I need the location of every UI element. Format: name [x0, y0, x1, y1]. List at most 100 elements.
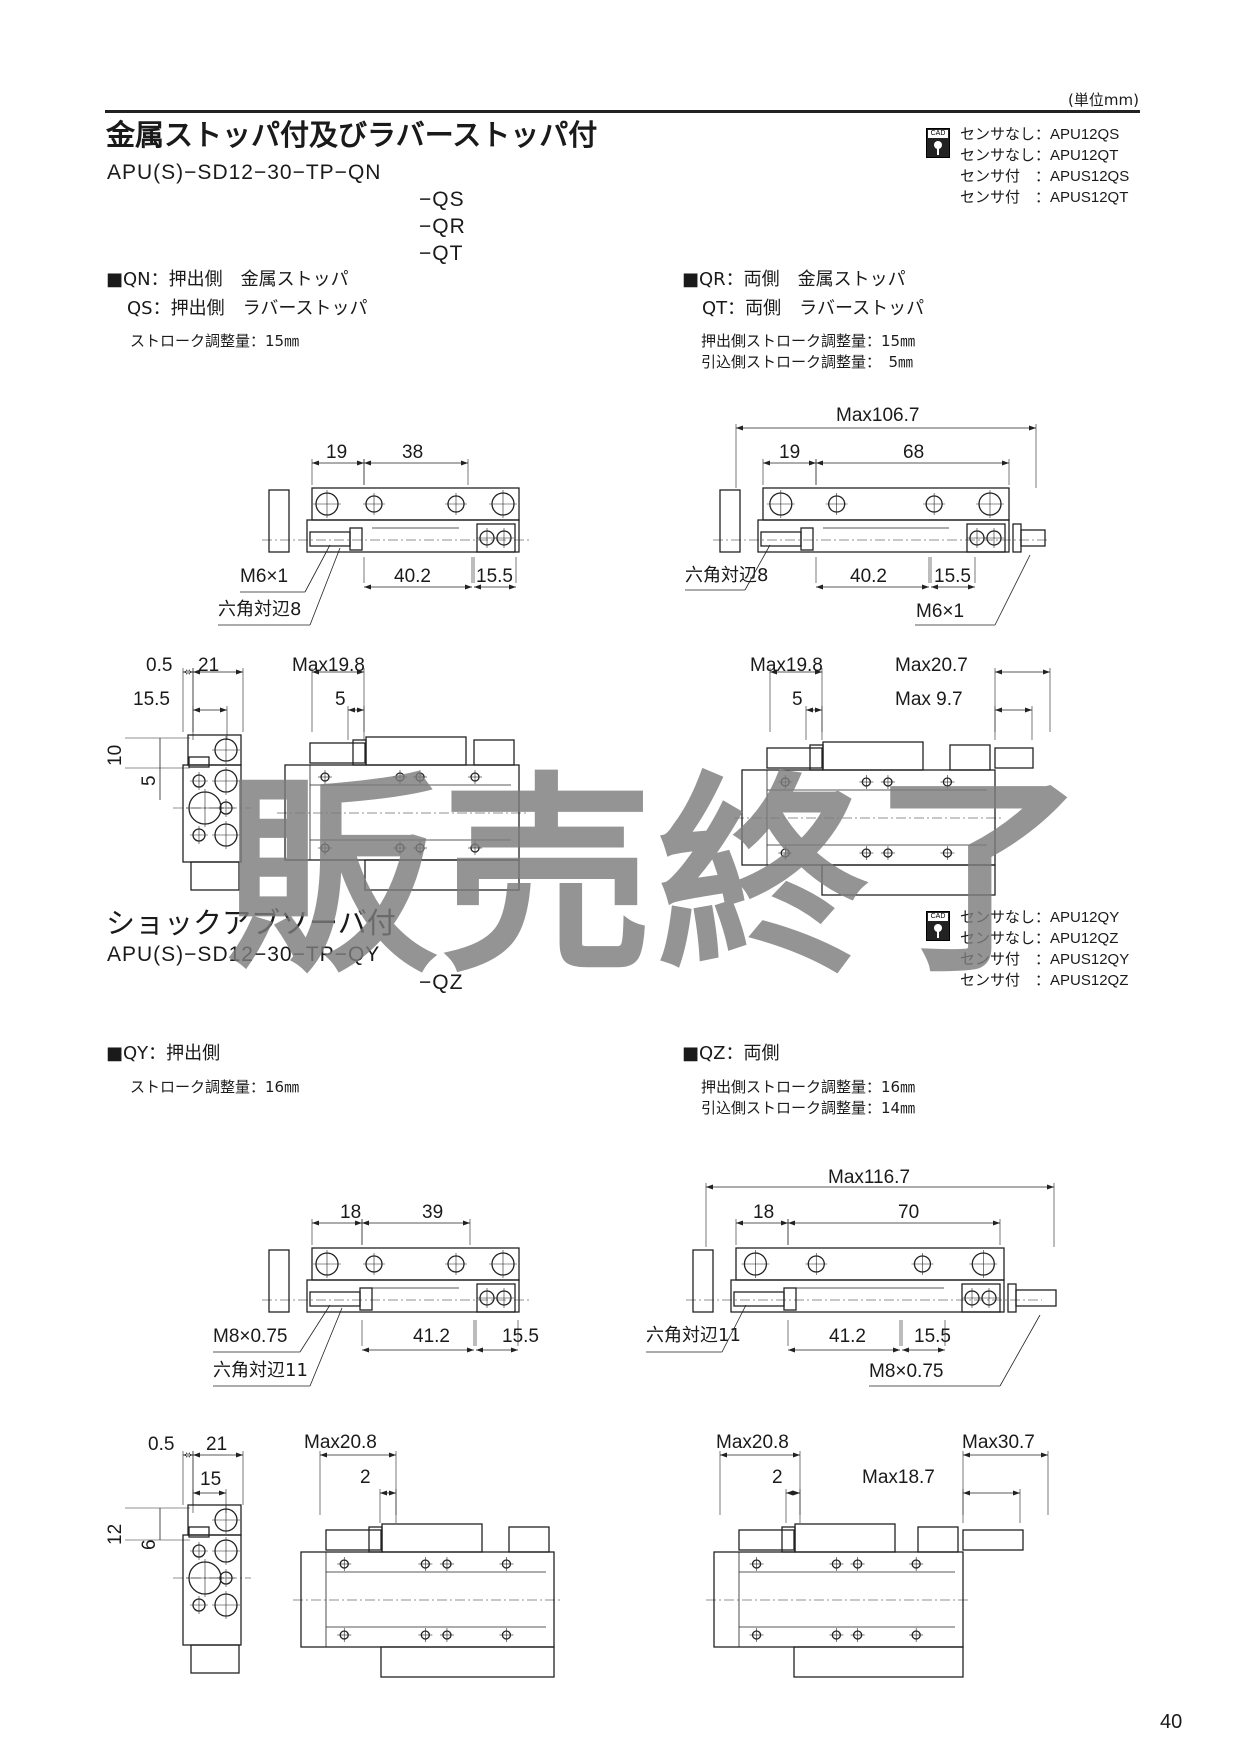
cad-model-link[interactable]: センサなし：APU12QZ	[960, 930, 1119, 947]
dim-label: 5	[139, 775, 160, 786]
mount-rail	[190, 861, 240, 891]
table-block	[311, 487, 520, 521]
dim-label: 15.5	[502, 1326, 539, 1347]
dim-label: 18	[340, 1202, 362, 1223]
dim-label: 6	[139, 1539, 160, 1550]
stopper-rod	[309, 1291, 361, 1307]
dim-label: Max19.8	[750, 655, 823, 676]
section1-variant: −QS	[419, 188, 465, 211]
table-block	[735, 1247, 1005, 1281]
dim-label: Max106.7	[836, 405, 920, 426]
dim-label: Max 9.7	[895, 689, 963, 710]
dim-label: 0.5	[148, 1434, 175, 1455]
arrowhead	[183, 1452, 193, 1458]
base-plate	[364, 859, 520, 891]
hex-nut	[349, 527, 363, 551]
leader-line	[999, 1314, 1041, 1387]
arrowhead	[193, 1490, 226, 1496]
cad-model-link[interactable]: センサ付 ：APUS12QY	[960, 951, 1130, 968]
table-block	[311, 1247, 520, 1281]
body-block	[730, 1279, 1005, 1313]
dim-label: 10	[105, 744, 126, 766]
dim-label: Max19.8	[292, 655, 365, 676]
leader-line	[309, 547, 341, 626]
header-rule	[105, 110, 1140, 113]
stopper-block	[381, 1523, 483, 1553]
dim-label: Max20.7	[895, 655, 968, 676]
dim-label: 41.2	[829, 1326, 866, 1347]
option-qs: QS：押出側 ラバーストッパ	[127, 298, 368, 319]
cad-icon[interactable]: CAD	[926, 911, 950, 941]
body	[713, 1551, 964, 1648]
end-cap	[719, 489, 741, 553]
fitting	[917, 1526, 959, 1553]
mount-rail	[190, 1644, 240, 1674]
arrowhead	[806, 707, 822, 713]
stopper-rod	[1015, 1289, 1057, 1307]
stopper-rod	[994, 747, 1034, 769]
dim-label: 12	[105, 1523, 126, 1545]
dim-label: 41.2	[413, 1326, 450, 1347]
stroke-adjust-note: ストローク調整量：15㎜	[130, 332, 300, 350]
arrowhead	[963, 1490, 1020, 1496]
hex-nut	[781, 1526, 796, 1553]
stopper-rod	[733, 1291, 785, 1307]
cad-model-link[interactable]: センサ付 ：APUS12QZ	[960, 972, 1129, 989]
dim-label: 15.5	[133, 689, 170, 710]
base-plate	[793, 1646, 964, 1678]
leader-line	[744, 544, 771, 591]
arrowhead	[380, 1490, 396, 1496]
section2-title: ショックアブソーバ付	[106, 906, 396, 940]
stopper-rod	[325, 1529, 382, 1551]
arrowhead	[183, 669, 193, 675]
body-block	[306, 519, 520, 553]
thread-label: M8×0.75	[213, 1326, 288, 1347]
section1-variant: −QR	[419, 215, 466, 238]
table-block	[762, 487, 1010, 521]
hex-label: 六角対辺11	[213, 1360, 308, 1381]
cad-model-link[interactable]: センサなし：APU12QS	[960, 126, 1120, 143]
section1-title: 金属ストッパ付及びラバーストッパ付	[106, 118, 598, 152]
body	[300, 1551, 555, 1648]
leader-line	[309, 1307, 343, 1387]
cad-model-link[interactable]: センサ付 ：APUS12QT	[960, 189, 1129, 206]
arrowhead	[193, 707, 227, 713]
cad-model-link[interactable]: センサなし：APU12QT	[960, 147, 1119, 164]
dim-label: 21	[198, 655, 220, 676]
dim-label: 68	[903, 442, 925, 463]
stroke-adjust-note: 引込側ストローク調整量：14㎜	[701, 1099, 916, 1117]
fitting	[473, 739, 515, 766]
end-body	[182, 1534, 242, 1646]
hex-label: 六角対辺8	[218, 599, 302, 620]
cad-icon[interactable]: CAD	[926, 128, 950, 158]
cad-icon-label: CAD	[928, 130, 948, 138]
dim-label: Max20.8	[304, 1432, 377, 1453]
end-cap	[692, 1249, 714, 1313]
dim-label: 18	[753, 1202, 775, 1223]
cad-model-link[interactable]: センサなし：APU12QY	[960, 909, 1120, 926]
arrowhead	[348, 707, 364, 713]
hex-nut	[368, 1526, 383, 1553]
leader-line	[721, 1304, 747, 1353]
stopper-rod	[309, 531, 351, 547]
dim-label: 70	[898, 1202, 920, 1223]
option-qz: ■QZ：両側	[682, 1043, 780, 1064]
fitting	[949, 744, 991, 771]
hex-nut	[800, 527, 814, 551]
leader-line	[994, 554, 1031, 626]
option-qy: ■QY：押出側	[106, 1043, 221, 1064]
thread-label: M6×1	[240, 566, 289, 587]
sensor-slot	[188, 756, 210, 768]
discontinued-watermark: 販売終了	[225, 754, 1089, 1001]
stroke-adjust-note: 押出側ストローク調整量：16㎜	[701, 1078, 916, 1096]
sensor-slot	[188, 1526, 210, 1538]
cad-icon-label: CAD	[928, 913, 948, 921]
hex-label: 六角対辺11	[646, 1325, 741, 1346]
leader-line	[304, 544, 331, 593]
dim-label: 15.5	[914, 1326, 951, 1347]
cad-model-link[interactable]: センサ付 ：APUS12QS	[960, 168, 1130, 185]
dim-label: 5	[792, 689, 803, 710]
body-block	[757, 519, 1010, 553]
hex-nut	[1012, 523, 1022, 553]
